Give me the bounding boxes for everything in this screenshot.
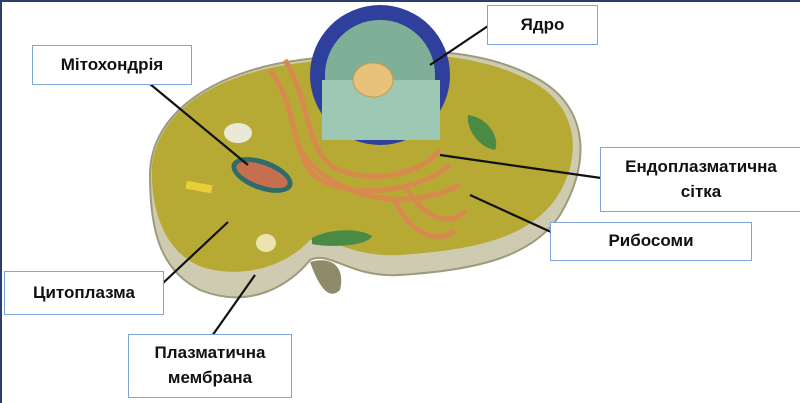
line-cytoplasm [162,221,229,284]
line-er [439,153,602,180]
membrane-fold [310,260,342,294]
leader-lines [149,25,602,337]
label-membrane: Плазматична мембрана [128,334,292,398]
cytoplasm [151,54,573,272]
chloroplast-right [467,115,497,150]
mitochondrion [231,157,293,193]
endoplasmic-reticulum [267,58,467,240]
label-nucleus: Ядро [487,5,598,45]
label-er: Ендоплазматична сітка [600,147,800,212]
label-text: Плазматична [154,343,266,363]
vesicle [256,234,276,252]
label-text: мембрана [167,368,253,387]
label-ribosomes: Рибосоми [550,222,752,261]
chloroplast-left [312,230,372,246]
label-text: Ядро [520,14,565,34]
line-mitochondria [149,83,249,166]
label-text: Ендоплазматична [625,156,777,176]
line-ribosomes [469,193,552,234]
label-text: Цитоплазма [33,282,135,302]
vacuole [224,123,252,143]
line-membrane [211,274,256,337]
centriole [185,180,213,194]
nucleus [310,5,450,145]
label-cytoplasm: Цитоплазма [4,271,164,315]
label-text: Мітохондрія [60,54,164,74]
label-text: Рибосоми [608,231,694,251]
line-nucleus [429,25,489,66]
label-text: сітка [680,181,722,201]
label-mitochondria: Мітохондрія [32,45,192,85]
